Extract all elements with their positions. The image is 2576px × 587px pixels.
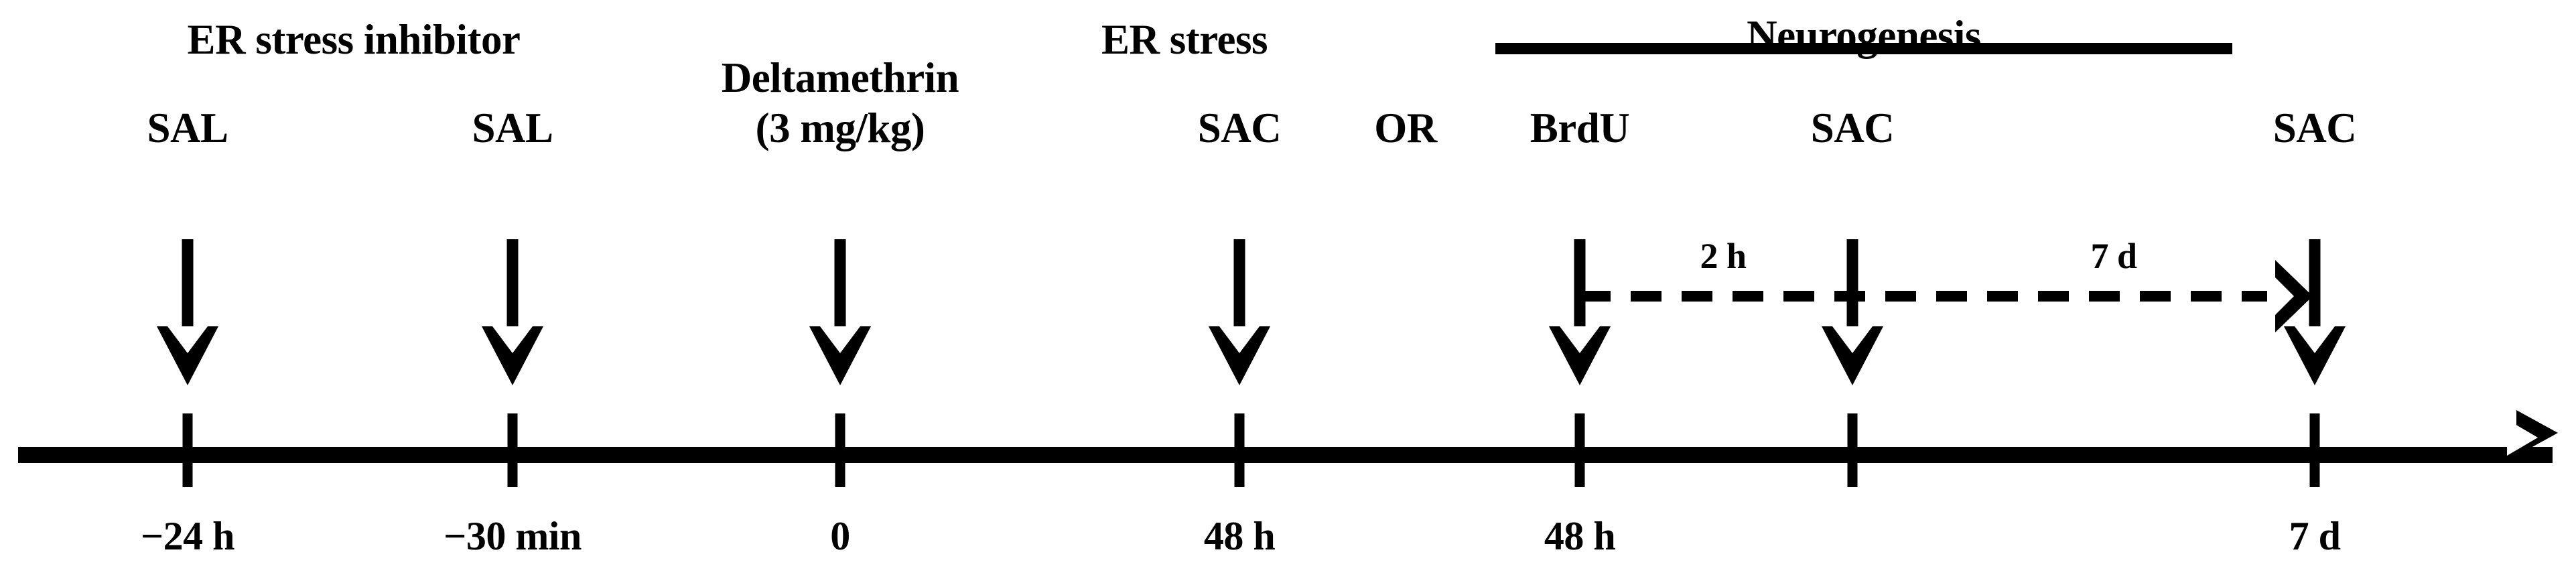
group-label-neurogenesis: Neurogenesis	[1747, 12, 1981, 59]
agent-label-or: OR	[1374, 105, 1437, 151]
agent-label-sac-2: SAC	[1810, 105, 1895, 151]
event-arrowhead-sac-3-notch	[2295, 326, 2335, 353]
axis-tick-48h-sac	[1234, 413, 1245, 487]
timeline-arrowhead-notch	[2507, 419, 2538, 456]
agent-label-brdu: BrdU	[1530, 105, 1630, 151]
axis-tick-minus-24h	[182, 413, 193, 487]
event-arrow-sal-1	[182, 239, 194, 352]
event-arrow-sal-2	[506, 239, 519, 352]
time-label-7d: 7 d	[2289, 514, 2341, 558]
dose-label-deltamethrin: (3 mg/kg)	[755, 105, 925, 151]
time-label-48h-sac: 48 h	[1203, 514, 1276, 558]
axis-tick-minus-30min	[507, 413, 518, 487]
axis-tick-sac-2h	[1847, 413, 1858, 487]
time-label-zero: 0	[830, 514, 850, 558]
group-label-er-stress-inhibitor: ER stress inhibitor	[187, 16, 521, 63]
event-arrowhead-sal-1-notch	[167, 326, 208, 353]
event-arrow-sac-1	[1233, 239, 1245, 352]
time-label-minus-24h: −24 h	[140, 514, 235, 558]
event-arrowhead-deltamethrin-notch	[820, 326, 860, 353]
group-label-deltamethrin: Deltamethrin	[721, 54, 959, 101]
event-arrow-sac-3	[2309, 239, 2321, 352]
duration-label-7d: 7 d	[2090, 236, 2137, 276]
event-arrowhead-sal-2-notch	[492, 326, 533, 353]
event-arrowhead-sac-1-notch	[1219, 326, 1260, 353]
dashed-connector-arrowhead-notch	[2267, 269, 2294, 323]
event-arrow-sac-2	[1846, 239, 1858, 352]
time-label-48h-brdu: 48 h	[1544, 514, 1616, 558]
axis-tick-zero	[835, 413, 845, 487]
agent-label-sal-2: SAL	[472, 105, 553, 151]
dashed-connector-line	[1580, 291, 2287, 302]
time-label-minus-30min: −30 min	[444, 514, 582, 558]
agent-label-sac-1: SAC	[1197, 105, 1282, 151]
timeline-axis	[18, 447, 2553, 463]
event-arrow-brdu	[1574, 239, 1586, 352]
agent-label-sac-3: SAC	[2273, 105, 2357, 151]
axis-tick-7d	[2309, 413, 2320, 487]
event-arrowhead-sac-2-notch	[1832, 326, 1873, 353]
duration-label-2h: 2 h	[1700, 236, 1747, 276]
agent-label-sal-1: SAL	[147, 105, 228, 151]
event-arrow-deltamethrin	[834, 239, 846, 352]
axis-tick-48h-brdu	[1574, 413, 1585, 487]
event-arrowhead-brdu-notch	[1560, 326, 1600, 353]
neurogenesis-bracket	[1495, 43, 2232, 54]
group-label-er-stress: ER stress	[1101, 16, 1268, 63]
